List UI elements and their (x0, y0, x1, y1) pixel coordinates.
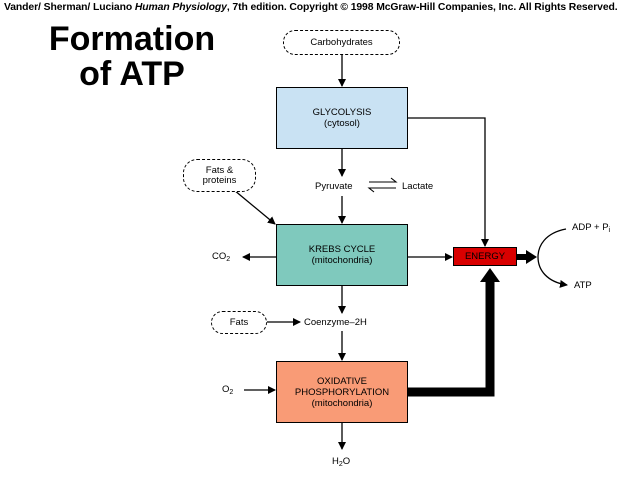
fats-proteins-line-2: proteins (202, 174, 237, 186)
krebs-location: (mitochondria) (311, 255, 373, 266)
fats-proteins-line-1: Fats & (205, 164, 234, 176)
copyright-book-title: Human Physiology (134, 2, 227, 13)
o2-base: O (222, 384, 230, 395)
h2o-pre: H (332, 456, 339, 467)
carbohydrates-node: Carbohydrates (283, 30, 400, 55)
h2o-label: H2O (332, 456, 351, 468)
slide-title-line-2: of ATP (79, 55, 185, 93)
arrow-glycolysis-to-energy (408, 117, 489, 247)
fats-label: Fats (229, 316, 249, 328)
co2-base: CO (212, 251, 227, 262)
fats-node: Fats (211, 311, 267, 334)
energy-label: ENERGY (464, 251, 506, 262)
o2-label: O2 (222, 384, 234, 396)
copyright-authors: Vander/ Sherman/ Luciano (4, 2, 135, 13)
oxphos-line-1: OXIDATIVE (317, 375, 367, 387)
glycolysis-box: GLYCOLYSIS (cytosol) (276, 87, 408, 149)
glycolysis-name: GLYCOLYSIS (312, 107, 372, 118)
adp-pi-subscript: i (608, 227, 611, 234)
arrow-oxphos-to-energy (408, 280, 495, 397)
oxidative-phosphorylation-box: OXIDATIVE PHOSPHORYLATION (mitochondria) (276, 361, 408, 423)
oxphos-line-2: PHOSPHORYLATION (294, 386, 390, 398)
pyruvate-label: Pyruvate (315, 181, 353, 192)
arrow-energy-to-reaction-head (526, 250, 537, 264)
co2-label: CO2 (212, 251, 231, 263)
krebs-cycle-box: KREBS CYCLE (mitochondria) (276, 224, 408, 286)
oxphos-location: (mitochondria) (311, 397, 373, 409)
coenzyme-label: Coenzyme–2H (304, 317, 367, 328)
equilibrium-arrows (367, 177, 398, 193)
h2o-subscript: 2 (338, 461, 343, 468)
arrow-oxphos-to-energy-head (480, 268, 500, 282)
glycolysis-location: (cytosol) (324, 118, 360, 129)
copyright-line: Vander/ Sherman/ Luciano Human Physiolog… (4, 2, 636, 13)
energy-box: ENERGY (453, 247, 517, 266)
adp-pi-base: ADP + P (572, 222, 609, 233)
krebs-name: KREBS CYCLE (308, 244, 376, 255)
atp-label: ATP (574, 280, 592, 291)
co2-subscript: 2 (226, 256, 231, 263)
adp-pi-label: ADP + Pi (572, 222, 611, 234)
slide-title: Formation of ATP (14, 22, 250, 92)
copyright-rest: , 7th edition. Copyright © 1998 McGraw-H… (226, 2, 618, 13)
carbohydrates-label: Carbohydrates (310, 36, 373, 48)
fats-proteins-node: Fats & proteins (183, 159, 256, 192)
arrow-adp-to-atp (537, 228, 568, 288)
o2-subscript: 2 (229, 389, 234, 396)
arrow-fats-proteins-to-krebs (233, 189, 276, 225)
lactate-label: Lactate (402, 181, 434, 192)
h2o-post: O (342, 456, 351, 467)
slide-title-line-1: Formation (48, 20, 216, 58)
